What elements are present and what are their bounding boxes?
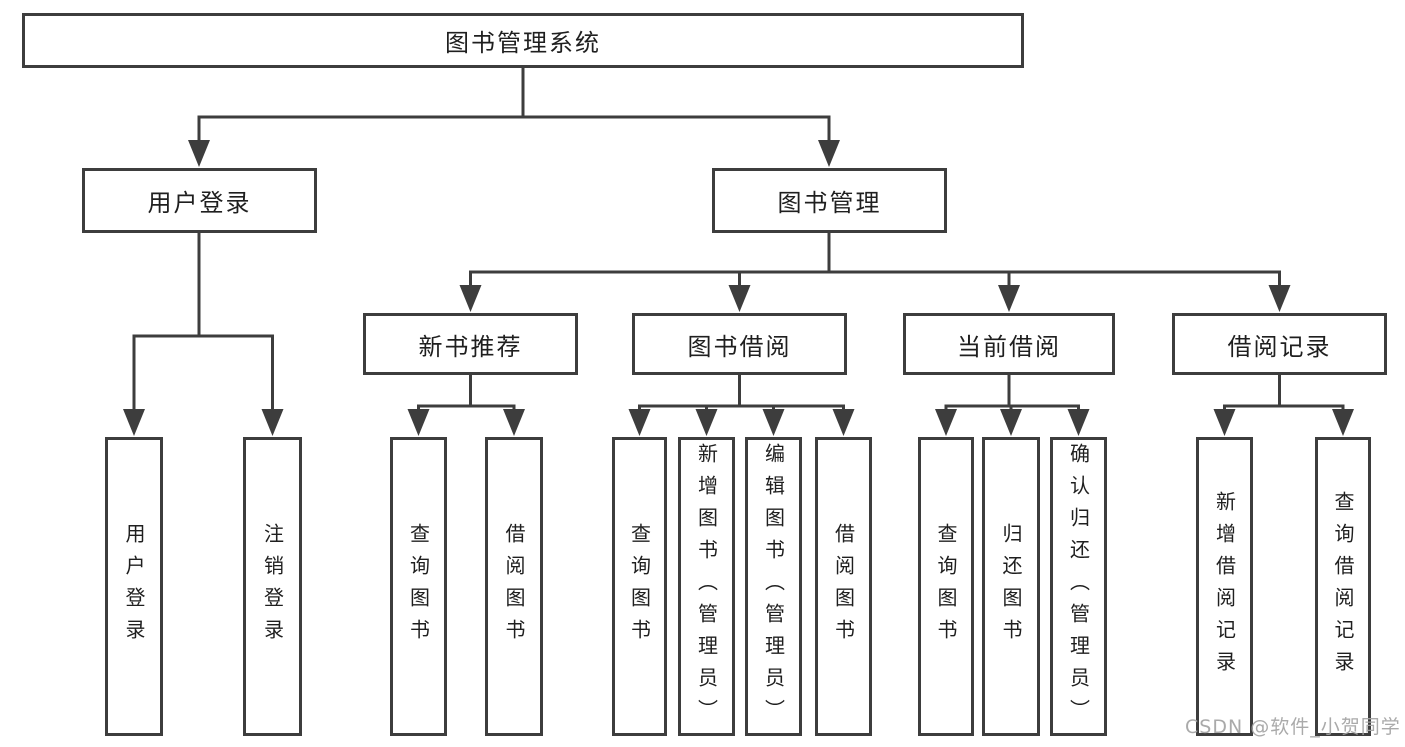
connector-book-mgmt-split [469,230,1281,288]
node-library-management-system: 图书管理系统 [22,13,1024,68]
leaf-confirm-return-admin: 确认归还（管理员） [1050,437,1107,736]
node-current-borrowing: 当前借阅 [903,313,1115,375]
leaf-query-books-recommend: 查询图书 [390,437,447,736]
leaf-query-books-current: 查询图书 [918,437,974,736]
node-new-book-recommendation: 新书推荐 [363,313,578,375]
node-user-login: 用户登录 [82,168,317,233]
connector-new-book-split [417,372,516,412]
leaf-return-books: 归还图书 [982,437,1040,736]
node-book-borrowing: 图书借阅 [632,313,847,375]
connector-current-borrow-split [944,372,1080,412]
connector-user-login-split [132,230,274,412]
connector-borrow-records-split [1223,372,1345,412]
leaf-borrow-books-recommend: 借阅图书 [485,437,543,736]
leaf-query-borrow-record: 查询借阅记录 [1315,437,1371,736]
leaf-query-books-borrow: 查询图书 [612,437,667,736]
leaf-logout: 注销登录 [243,437,302,736]
leaf-user-login: 用户登录 [105,437,163,736]
leaf-borrow-books: 借阅图书 [815,437,872,736]
node-book-management: 图书管理 [712,168,947,233]
leaf-edit-books-admin: 编辑图书（管理员） [745,437,802,736]
leaf-add-borrow-record: 新增借阅记录 [1196,437,1253,736]
leaf-add-books-admin: 新增图书（管理员） [678,437,735,736]
connector-book-borrow-split [638,372,845,412]
connector-root-split [197,66,831,143]
node-borrowing-records: 借阅记录 [1172,313,1387,375]
csdn-watermark: CSDN @软件_小贺同学 [1185,716,1401,738]
